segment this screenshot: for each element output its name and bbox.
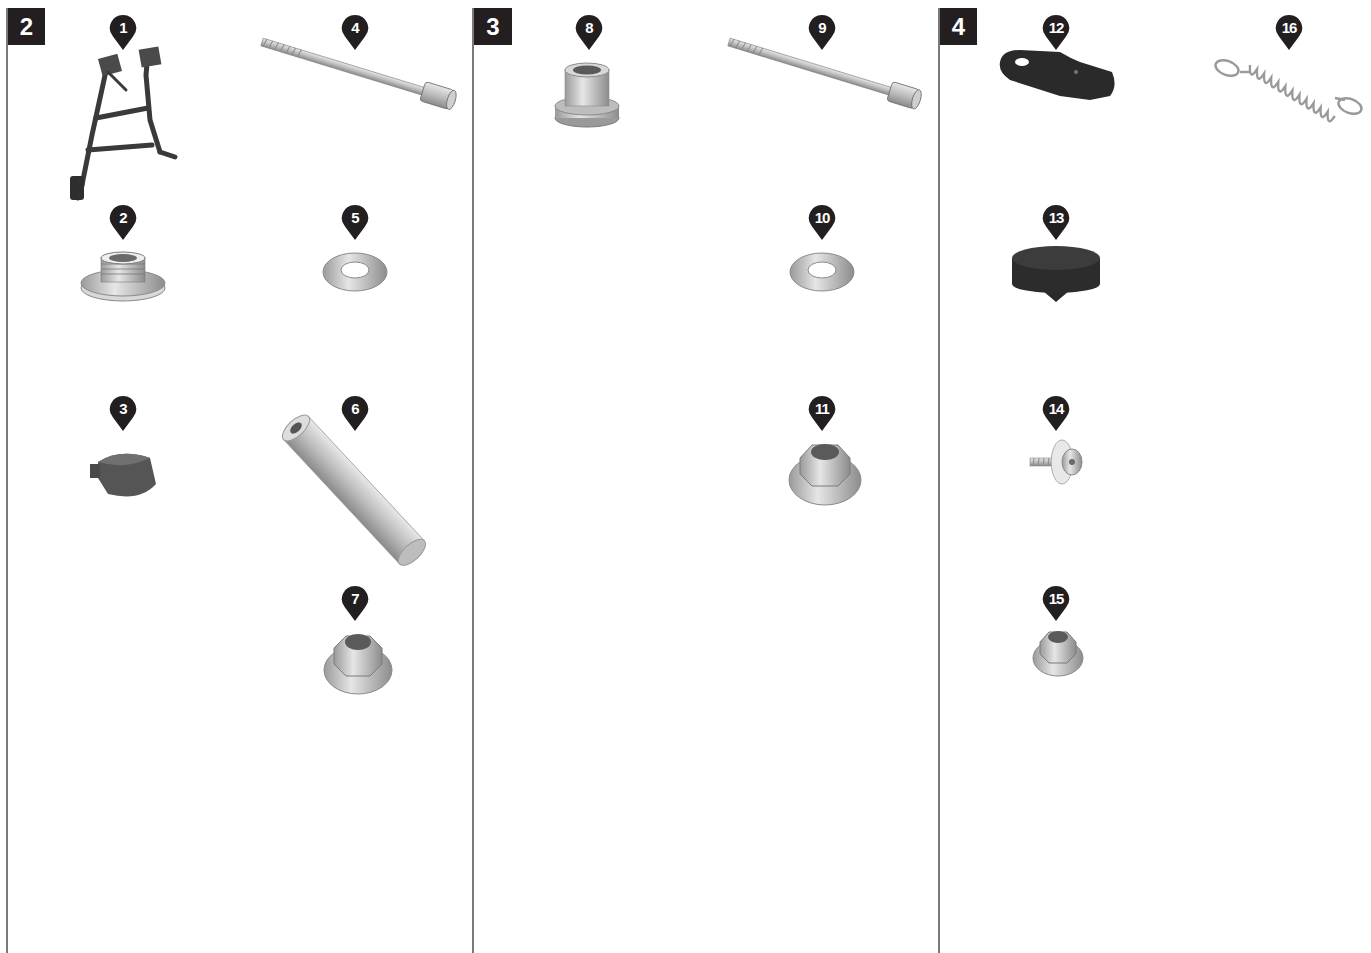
- center-stand: [70, 46, 175, 200]
- shoulder-bushing: [555, 63, 619, 127]
- threaded-bushing: [81, 252, 165, 301]
- callout-pin: 10: [808, 204, 836, 242]
- section-number: 2: [20, 13, 33, 41]
- callout-pin: 2: [109, 204, 137, 242]
- callout-pin: 1: [109, 14, 137, 52]
- cone-bumper: [1012, 246, 1100, 302]
- callout-pin: 3: [109, 395, 137, 433]
- callout-number: 16: [1275, 14, 1303, 42]
- callout-number: 14: [1042, 395, 1070, 423]
- callout-number: 4: [341, 14, 369, 42]
- washer: [323, 253, 387, 291]
- callout-pin: 16: [1275, 14, 1303, 52]
- flange-nut: [324, 634, 392, 694]
- section-number-box: 4: [940, 8, 977, 45]
- callout-number: 7: [341, 585, 369, 613]
- flange-nut: [789, 444, 861, 505]
- callout-number: 8: [575, 14, 603, 42]
- spacer-tube: [278, 411, 430, 570]
- callout-number: 11: [808, 395, 836, 423]
- callout-pin: 12: [1042, 14, 1070, 52]
- callout-pin: 5: [341, 204, 369, 242]
- callout-number: 13: [1042, 204, 1070, 232]
- callout-number: 3: [109, 395, 137, 423]
- tension-spring: [1213, 57, 1363, 122]
- callout-pin: 7: [341, 585, 369, 623]
- washer: [790, 253, 854, 291]
- callout-pin: 14: [1042, 395, 1070, 433]
- callout-pin: 15: [1042, 585, 1070, 623]
- callout-pin: 4: [341, 14, 369, 52]
- callout-pin: 11: [808, 395, 836, 433]
- callout-number: 12: [1042, 14, 1070, 42]
- callout-pin: 6: [341, 395, 369, 433]
- section-number: 4: [952, 13, 965, 41]
- callout-pin: 13: [1042, 204, 1070, 242]
- panel-divider: [7, 8, 939, 953]
- small-screw: [1030, 440, 1082, 484]
- section-number-box: 2: [8, 8, 45, 45]
- section-number-box: 3: [474, 8, 512, 45]
- rubber-bumper: [90, 454, 156, 497]
- callout-number: 6: [341, 395, 369, 423]
- callout-number: 9: [808, 14, 836, 42]
- bracket-plate: [1000, 50, 1115, 100]
- callout-number: 10: [808, 204, 836, 232]
- callout-number: 15: [1042, 585, 1070, 613]
- callout-pin: 9: [808, 14, 836, 52]
- callout-pin: 8: [575, 14, 603, 52]
- callout-number: 1: [109, 14, 137, 42]
- callout-number: 5: [341, 204, 369, 232]
- section-number: 3: [486, 13, 499, 41]
- flange-nut: [1033, 631, 1083, 676]
- callout-number: 2: [109, 204, 137, 232]
